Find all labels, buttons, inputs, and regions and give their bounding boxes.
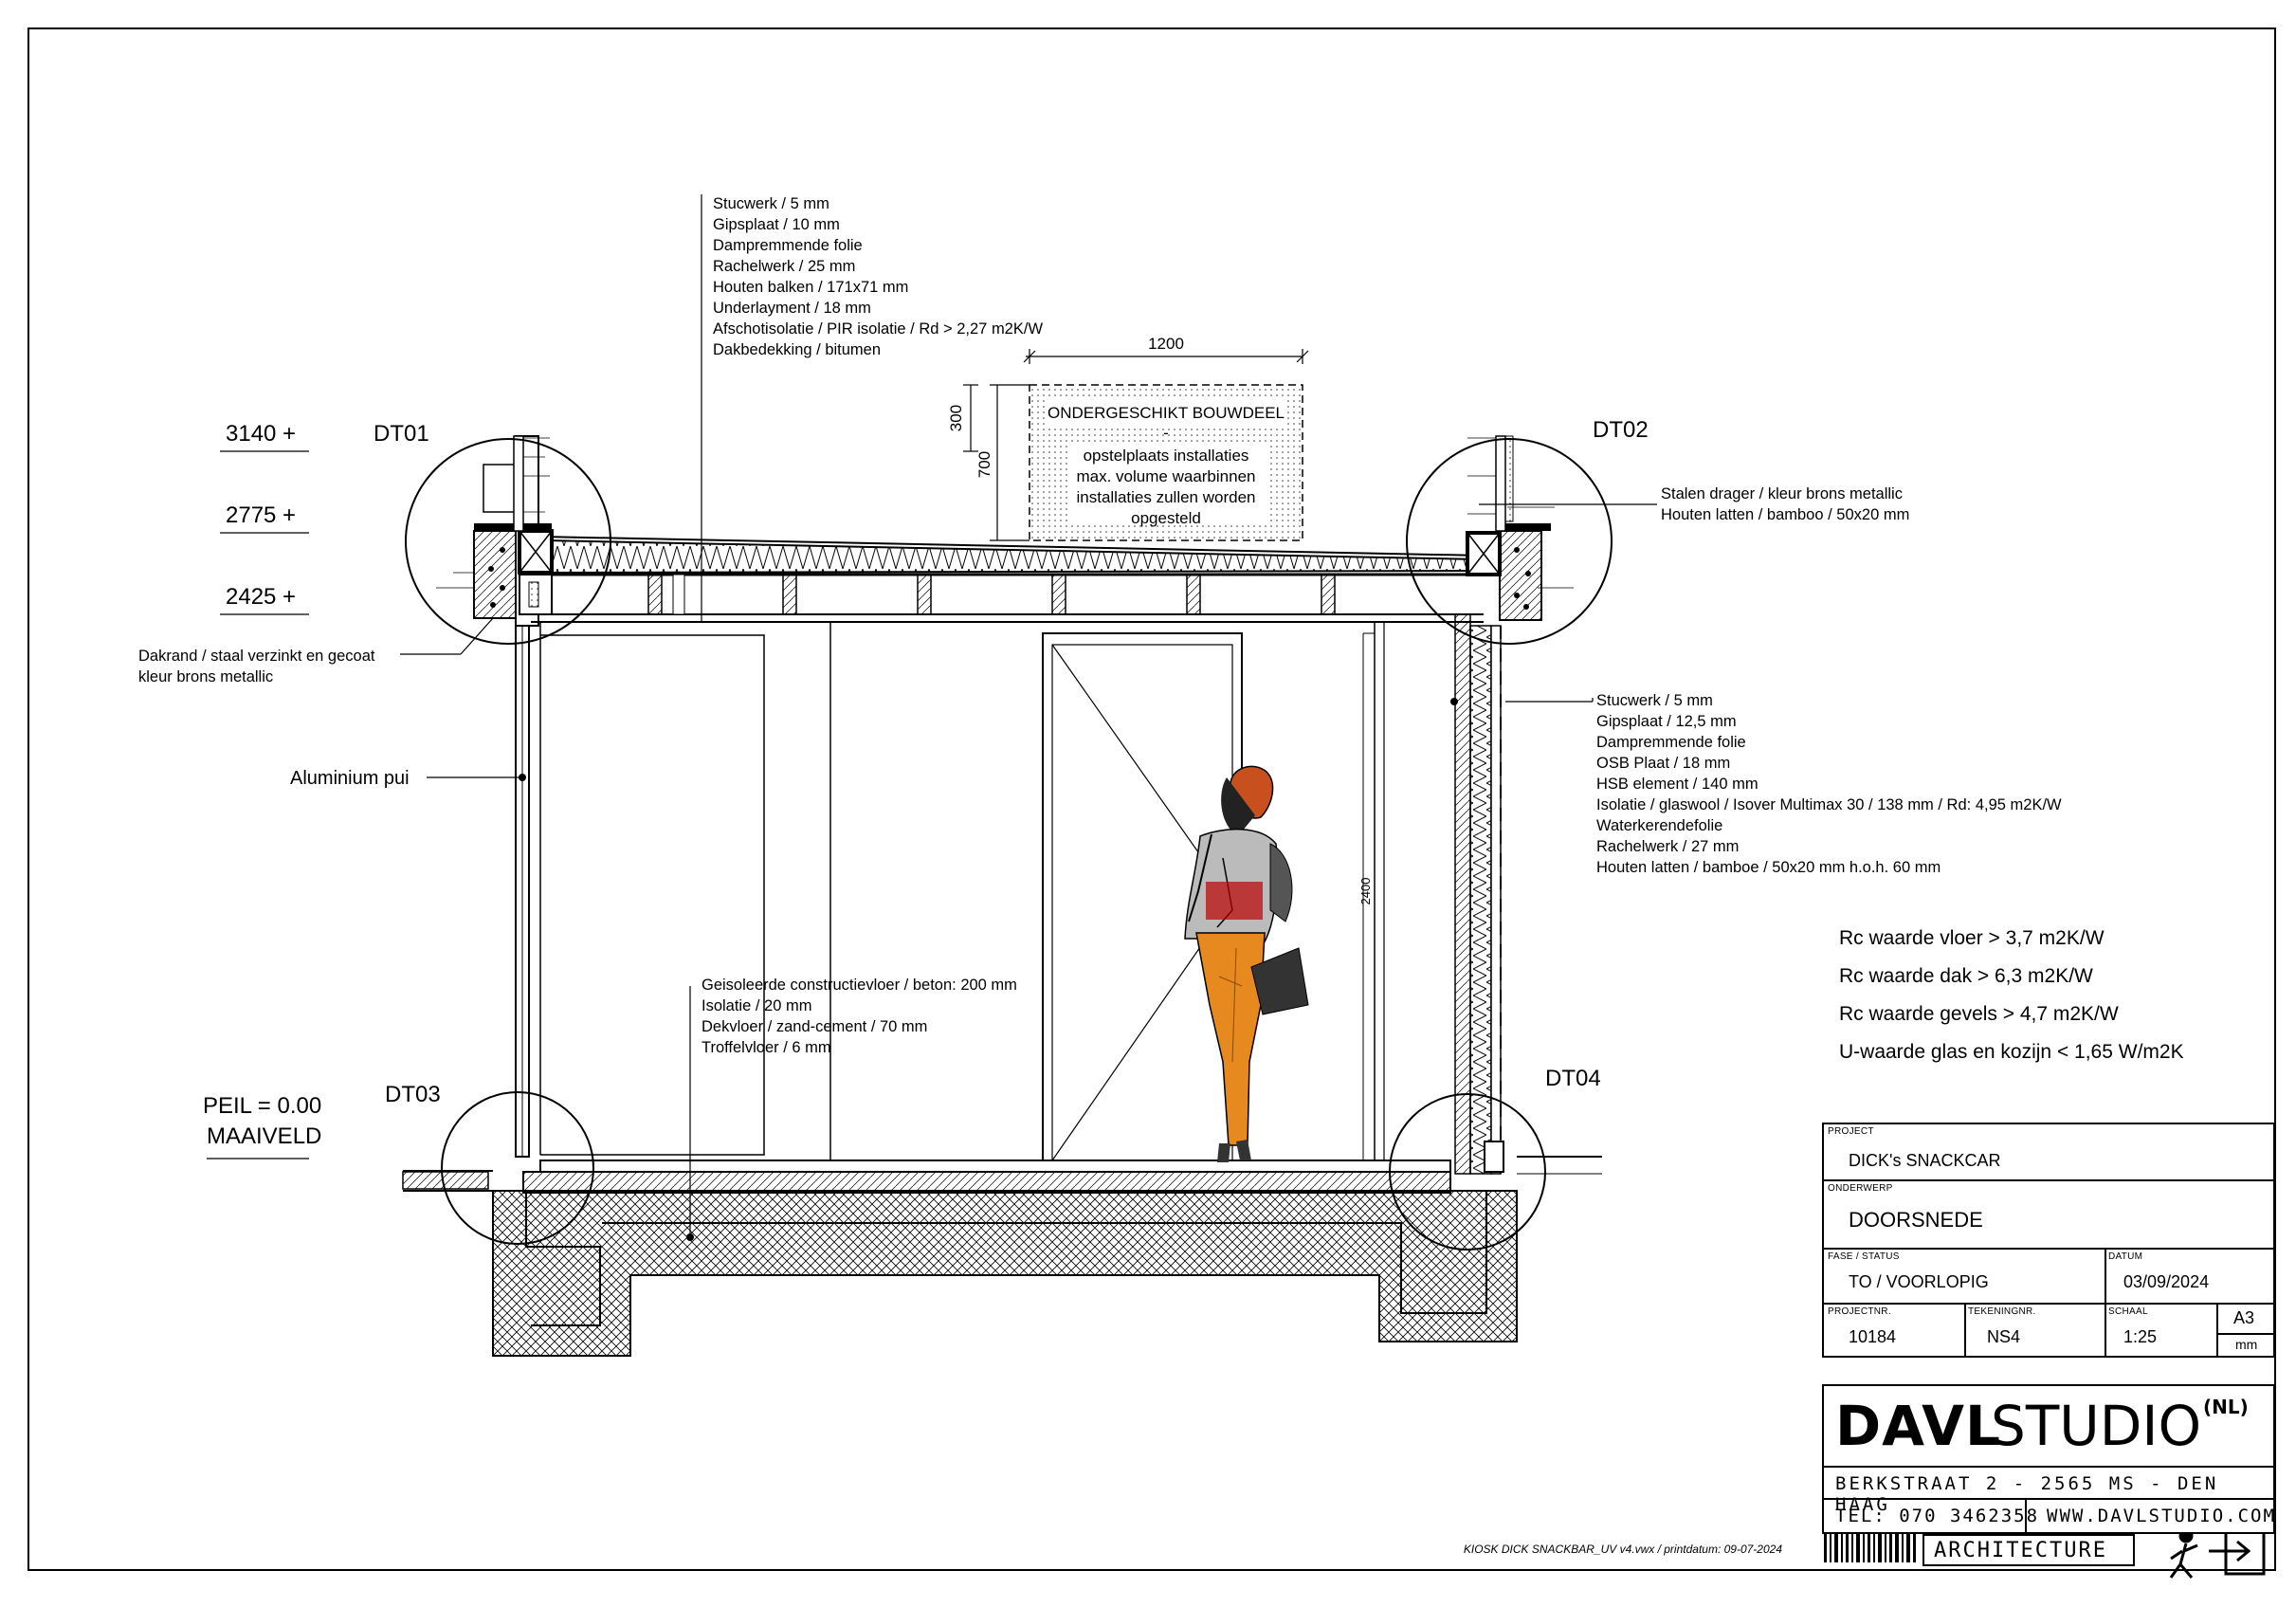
installations-line: opstelplaats installaties xyxy=(1084,447,1249,465)
peil-line1: PEIL = 0.00 xyxy=(203,1093,321,1119)
installations-line: opgesteld xyxy=(1131,509,1201,527)
rc-value: Rc waarde gevels > 4,7 m2K/W xyxy=(1839,1003,2119,1025)
wall-layer: Isolatie / glaswool / Isover Multimax 30… xyxy=(1596,796,2062,813)
project-caption: PROJECT xyxy=(1828,1126,1874,1137)
installations-title: ONDERGESCHIKT BOUWDEEL xyxy=(1048,404,1285,422)
installations-dash: - xyxy=(1163,424,1169,442)
drawing-number: NS4 xyxy=(1987,1327,2021,1346)
floor-layer: Troffelvloer / 6 mm xyxy=(702,1039,831,1056)
scale-caption: SCHAAL xyxy=(2108,1306,2148,1317)
detail-labels: DT01 DT02 DT03 DT04 xyxy=(374,417,1649,1107)
level-underlines xyxy=(207,450,309,1160)
wall-layer: Gipsplaat / 12,5 mm xyxy=(1596,713,1737,730)
detail-label-dt04: DT04 xyxy=(1545,1066,1601,1091)
dakrand-note-line: Dakrand / staal verzinkt en gecoat xyxy=(138,648,375,665)
installations-line: installaties zullen worden xyxy=(1077,488,1256,506)
level-2425: 2425 + xyxy=(226,584,296,610)
steel-note-line: Houten latten / bamboo / 50x20 mm xyxy=(1661,506,1909,523)
roof-layer: Stucwerk / 5 mm xyxy=(713,195,829,212)
wall-layer: OSB Plaat / 18 mm xyxy=(1596,755,1730,772)
floor-layer: Isolatie / 20 mm xyxy=(702,997,811,1014)
rc-values: Rc waarde vloer > 3,7 m2K/W Rc waarde da… xyxy=(1839,927,2184,1063)
brand-name-light: STUDIO xyxy=(1991,1394,2202,1458)
architecture-text: ARCHITECTURE xyxy=(1934,1539,2107,1562)
floor-layer: Geisoleerde constructievloer / beton: 20… xyxy=(702,977,1017,994)
rc-value: Rc waarde vloer > 3,7 m2K/W xyxy=(1839,927,2105,949)
projnr-caption: PROJECTNR. xyxy=(1828,1306,1891,1317)
dakrand-note-line: kleur brons metallic xyxy=(138,668,273,685)
wall-layer: Waterkerendefolie xyxy=(1596,817,1722,834)
file-note: KIOSK DICK SNACKBAR_UV v4.vwx / printdat… xyxy=(1464,1543,1782,1556)
roof-layer: Underlayment / 18 mm xyxy=(713,300,871,317)
subject-caption: ONDERWERP xyxy=(1828,1183,1893,1194)
steel-note-line: Stalen drager / kleur brons metallic xyxy=(1661,485,1903,502)
person-sketch xyxy=(1184,765,1309,1162)
right-wall xyxy=(1450,613,1504,1175)
project-name: DICK's SNACKCAR xyxy=(1849,1151,2001,1170)
barcode-icon xyxy=(1824,1534,1916,1562)
unit: mm xyxy=(2235,1337,2258,1352)
rc-value: U-waarde glas en kozijn < 1,65 W/m2K xyxy=(1839,1041,2184,1063)
installations-line: max. volume waarbinnen xyxy=(1077,467,1256,485)
subject: DOORSNEDE xyxy=(1849,1208,1983,1232)
title-block: PROJECT DICK's SNACKCAR ONDERWERP DOORSN… xyxy=(1822,1123,2275,1358)
scale: 1:25 xyxy=(2123,1327,2158,1346)
detail-label-dt03: DT03 xyxy=(385,1082,441,1107)
architecture-label: ARCHITECTURE xyxy=(1922,1534,2135,1566)
roof-layer: Dampremmende folie xyxy=(713,237,863,254)
wall-build-up: Stucwerk / 5 mm Gipsplaat / 12,5 mm Damp… xyxy=(1596,692,2062,876)
fine-print-leaders xyxy=(436,437,1574,589)
dimension-width: 1200 xyxy=(1148,335,1184,353)
detail-circles xyxy=(405,438,1613,1251)
date-caption: DATUM xyxy=(2108,1251,2143,1262)
installations-zone xyxy=(1029,384,1303,541)
wall-layer: HSB element / 140 mm xyxy=(1596,776,1758,793)
wall-layer: Houten latten / bamboe / 50x20 mm h.o.h.… xyxy=(1596,859,1941,876)
phase: TO / VOORLOPIG xyxy=(1849,1272,1989,1291)
brand-address: BERKSTRAAT 2 - 2565 MS - DEN HAAG xyxy=(1835,1473,2219,1515)
detail-label-dt01: DT01 xyxy=(374,421,429,447)
level-3140: 3140 + xyxy=(226,421,296,447)
drawnr-caption: TEKENINGNR. xyxy=(1968,1306,2036,1317)
peil-label: PEIL = 0.00 MAAIVELD xyxy=(203,1093,321,1149)
peil-line2: MAAIVELD xyxy=(207,1123,321,1149)
roof-layer: Afschotisolatie / PIR isolatie / Rd > 2,… xyxy=(713,320,1043,338)
dimension-2400: 2400 xyxy=(1358,878,1373,905)
dimension-700: 700 xyxy=(975,451,993,478)
detail-label-dt02: DT02 xyxy=(1593,417,1649,443)
floor-layer: Dekvloer / zand-cement / 70 mm xyxy=(702,1018,927,1035)
installations-text: ONDERGESCHIKT BOUWDEEL - opstelplaats in… xyxy=(1048,404,1285,527)
wall-layer: Dampremmende folie xyxy=(1596,734,1746,751)
dimensions xyxy=(963,349,1392,1160)
roof xyxy=(473,435,1551,623)
brand-website[interactable]: WWW.DAVLSTUDIO.COM xyxy=(2047,1506,2276,1526)
foundation xyxy=(402,1156,1602,1357)
wall-layer: Rachelwerk / 27 mm xyxy=(1596,838,1739,855)
leader-lines xyxy=(400,194,1657,1237)
wall-layer: Stucwerk / 5 mm xyxy=(1596,692,1713,709)
paper-size: A3 xyxy=(2233,1308,2255,1327)
studio-brand: DAVL STUDIO (NL) BERKSTRAAT 2 - 2565 MS … xyxy=(1822,1384,2275,1534)
roof-layer: Rachelwerk / 25 mm xyxy=(713,258,855,275)
rc-value: Rc waarde dak > 6,3 m2K/W xyxy=(1839,965,2093,987)
date: 03/09/2024 xyxy=(2123,1272,2210,1291)
brand-tel: TEL: 070 3462358 xyxy=(1835,1506,2040,1526)
roof-layer: Dakbedekking / bitumen xyxy=(713,341,881,358)
dimension-300: 300 xyxy=(947,405,965,431)
dakrand-note: Dakrand / staal verzinkt en gecoat kleur… xyxy=(138,648,375,685)
phase-caption: FASE / STATUS xyxy=(1828,1251,1900,1262)
brand-name-bold: DAVL xyxy=(1835,1394,2001,1458)
level-2775: 2775 + xyxy=(226,502,296,528)
floor-build-up: Geisoleerde constructievloer / beton: 20… xyxy=(702,977,1017,1056)
brand-country: (NL) xyxy=(2203,1396,2249,1418)
project-number: 10184 xyxy=(1849,1327,1897,1346)
roof-layer: Houten balken / 171x71 mm xyxy=(713,279,908,296)
pui-note: Aluminium pui xyxy=(290,768,410,789)
sheet-frame xyxy=(27,27,2276,1571)
roof-layer: Gipsplaat / 10 mm xyxy=(713,216,840,233)
roof-build-up: Stucwerk / 5 mm Gipsplaat / 10 mm Dampre… xyxy=(713,195,1043,358)
level-labels: 3140 + 2775 + 2425 + xyxy=(226,421,296,610)
steel-note: Stalen drager / kleur brons metallic Hou… xyxy=(1661,485,1909,523)
